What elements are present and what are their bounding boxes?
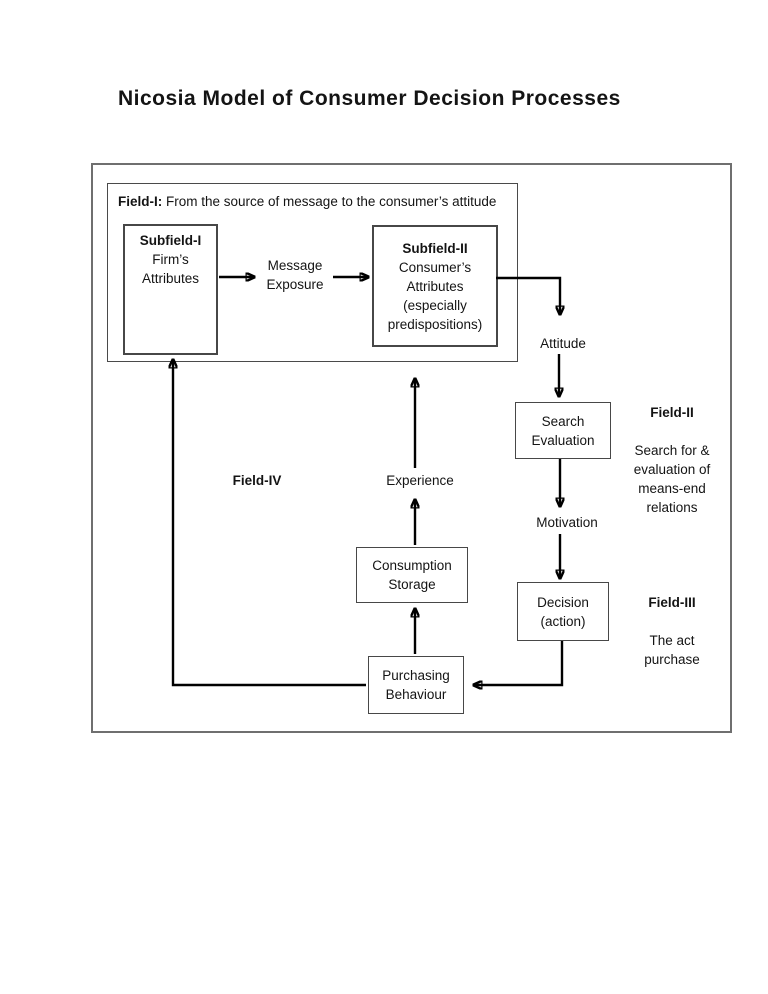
annotation-field3-body: The act purchase: [644, 633, 700, 667]
node-subfield1-title: Subfield-I: [139, 233, 202, 248]
node-subfield2: Subfield-II Consumer’s Attributes (espec…: [372, 225, 498, 347]
node-purchasing-behaviour: Purchasing Behaviour: [368, 656, 464, 714]
node-consumption-storage: Consumption Storage: [356, 547, 468, 603]
page-title: Nicosia Model of Consumer Decision Proce…: [118, 87, 621, 110]
node-motivation: Motivation: [536, 515, 598, 530]
annotation-field3: Field-III The act purchase: [624, 574, 720, 688]
node-purchasing-behaviour-label: Purchasing Behaviour: [382, 668, 450, 702]
node-search-evaluation: Search Evaluation: [515, 402, 611, 459]
node-search-evaluation-label: Search Evaluation: [531, 413, 595, 448]
annotation-field2-title: Field-II: [650, 405, 694, 420]
annotation-field2-body: Search for & evaluation of means-end rel…: [633, 443, 711, 515]
node-decision-label: Decision (action): [537, 594, 589, 629]
node-subfield2-body: Consumer’s Attributes (especially predis…: [387, 259, 483, 332]
node-message-exposure: Message Exposure: [266, 258, 324, 292]
node-subfield2-title: Subfield-II: [402, 240, 468, 256]
node-attitude: Attitude: [540, 336, 586, 351]
annotation-field3-title: Field-III: [648, 595, 696, 610]
annotation-field2: Field-II Search for & evaluation of mean…: [620, 384, 724, 536]
node-experience: Experience: [386, 473, 454, 488]
field1-caption-text: From the source of message to the consum…: [162, 194, 497, 209]
node-subfield1: Subfield-I Firm’s Attributes: [123, 224, 218, 355]
node-consumption-storage-label: Consumption Storage: [372, 558, 452, 592]
node-subfield1-body: Firm’s Attributes: [141, 252, 200, 286]
annotation-field4: Field-IV: [232, 473, 282, 488]
node-decision: Decision (action): [517, 582, 609, 641]
field1-caption-bold: Field-I:: [118, 194, 163, 209]
field1-caption: Field-I: From the source of message to t…: [118, 194, 514, 209]
